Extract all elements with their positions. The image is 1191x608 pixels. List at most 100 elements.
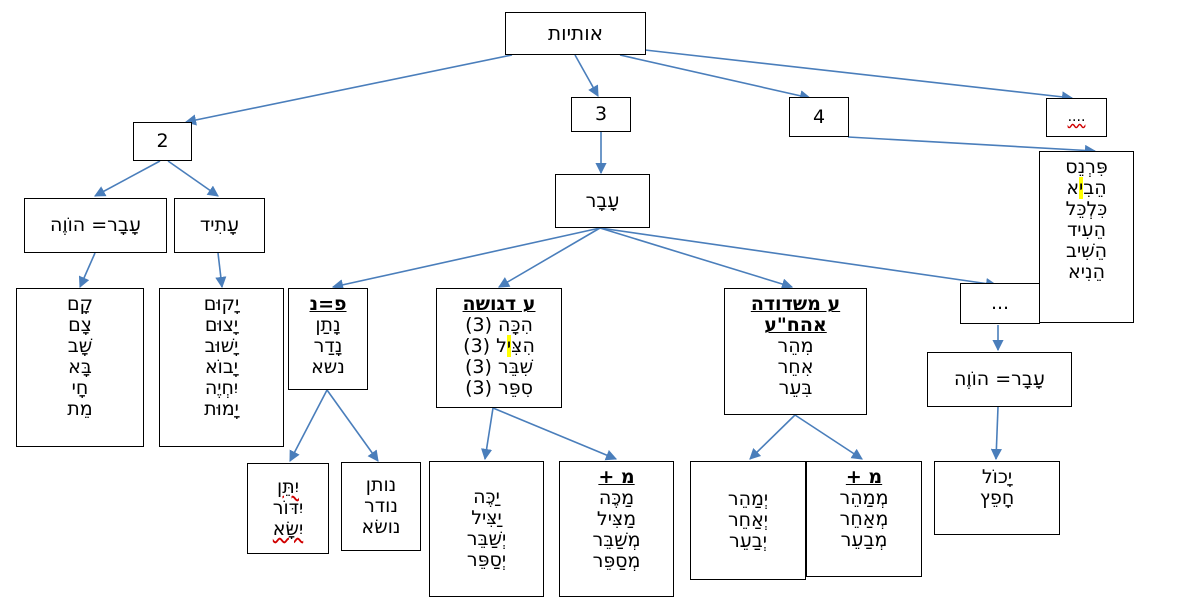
arrow-root-to-4 — [619, 54, 812, 102]
list-item: מֵת — [67, 398, 93, 420]
arrow-dagusha-to-future — [481, 407, 494, 461]
node-3: 3 — [571, 97, 631, 132]
list-item: נשא — [311, 356, 345, 378]
node-4-label: 4 — [812, 105, 826, 128]
list-item: חָי — [71, 377, 89, 399]
root-label: אותיות — [547, 21, 604, 45]
node-4: 4 — [789, 97, 849, 137]
list-item: יָקוּם — [203, 293, 240, 315]
list-item: נותן — [365, 474, 397, 496]
arrow-meshuddedet-to-mem — [794, 414, 863, 460]
list-item: נושׂא — [361, 516, 401, 538]
list-item: נָתַן — [315, 314, 341, 336]
list-item: הֵשִׁיב — [1065, 240, 1108, 262]
group-ayin-dagusha: ע דגושה הִכָּה (3) הִצִּיל (3) שִׁבֵּר (… — [436, 288, 562, 408]
group-pe-nun: פ=נ נָתַן נָדַר נשא — [288, 288, 368, 390]
list-item: מְאַחֵר — [839, 508, 889, 530]
list-pe-nun-future: יִתֵּן יִדּוֹר יִשָּׂא — [247, 463, 329, 554]
group-ayin-meshuddedet: ע משדודה אהח"ע מִהֵר אִחֵר בִּעֵר — [724, 288, 867, 415]
list-item: שִׁבֵּר (3) — [464, 356, 534, 378]
list-item: יְמַהֵר — [727, 488, 769, 510]
arrow-root-to-dots — [644, 49, 1074, 103]
arrow-pe-nun-to-present — [326, 389, 379, 462]
list-meshuddedet-future: יְמַהֵר יְאַחֵר יְבַעֵר — [690, 461, 806, 580]
list-item: צָם — [68, 314, 92, 336]
arrow-future-to-list — [215, 252, 227, 289]
list-item: יָכוֹל — [981, 466, 1013, 488]
list-item: מְבַעֵר — [840, 529, 888, 551]
arrow-avar-to-dagusha — [498, 227, 601, 288]
list-item: יָבוֹא — [204, 356, 239, 378]
node-avar-3: עָבָר — [555, 174, 650, 228]
arrow-avar-to-meshuddedet — [599, 227, 794, 290]
group-title: מ + — [598, 466, 635, 488]
group-title: ע דגושה — [462, 293, 536, 315]
list-dagusha-future: יַכֶּה יַצִּיל יְשַׁבֵּר יְסַפֵּר — [429, 461, 544, 597]
list-meshuddedet-mem: מ + מְמַהֵר מְאַחֵר מְבַעֵר — [806, 461, 922, 577]
list-item: יִשָּׂא — [272, 518, 304, 540]
list-item: נָדַר — [313, 335, 343, 357]
arrow-past-to-list — [78, 252, 96, 289]
node-avar-hove-3-label: עָבָר= הוֹוֶה — [954, 368, 1045, 390]
node-avar-3-label: עָבָר — [585, 189, 620, 212]
arrow-4-to-list — [847, 136, 1097, 157]
list-item: יָצוּם — [204, 314, 239, 336]
list-item: הֵנִיא — [1068, 261, 1105, 283]
list-pe-nun-present: נותן נודר נושׂא — [341, 462, 421, 551]
arrow-hove-to-list — [990, 406, 1002, 461]
list-item: בִּעֵר — [778, 377, 813, 399]
list-item: יְסַפֵּר — [466, 549, 507, 571]
list-item: הִצִּיל (3) — [463, 335, 535, 357]
list-item: יִחְיֶה — [204, 377, 239, 399]
arrow-avar-to-pe-nun — [331, 227, 601, 291]
list-item: אִחֵר — [777, 356, 814, 378]
list-item: בָּא — [68, 356, 92, 378]
list-item: קָם — [66, 293, 94, 315]
list-item: מְסַפֵּר — [592, 550, 641, 572]
node-2-label: 2 — [156, 130, 169, 152]
arrow-avar-to-dots — [599, 227, 998, 290]
list-item: כִּלְכֵּל — [1065, 198, 1108, 220]
list-hove-3: יָכוֹל חָפֵץ — [934, 461, 1060, 535]
node-avar-hove-2: עָבָר= הוֹוֶה — [24, 198, 167, 253]
node-atid-2-label: עָתִיד — [199, 214, 240, 236]
list-item: הֵעִיד — [1066, 219, 1107, 241]
arrow-2-to-future — [167, 160, 219, 197]
list-item: מִהֵר — [777, 335, 814, 357]
list-item: הִכָּה (3) — [465, 314, 533, 336]
arrow-2-to-past — [94, 160, 161, 197]
list-item: יְבַעֵר — [728, 530, 768, 552]
list-2-future: יָקוּם יָצוּם יָשׁוּב יָבוֹא יִחְיֶה יָמ… — [159, 288, 284, 447]
list-item: מְשַׁבֵּר — [592, 529, 641, 551]
node-2: 2 — [133, 122, 192, 161]
list-item: נודר — [364, 495, 398, 517]
list-item: יִדּוֹר — [272, 497, 304, 519]
node-3-label: 3 — [594, 103, 608, 125]
list-item: מַכֶּה — [598, 487, 635, 509]
arrow-dagusha-to-mem — [492, 407, 618, 461]
list-item: יָשׁוּב — [204, 335, 239, 357]
list-item: יַכֶּה — [473, 486, 500, 508]
list-item: מַצִּיל — [596, 508, 637, 530]
list-item: יַצִּיל — [471, 507, 502, 529]
node-atid-2: עָתִיד — [174, 198, 265, 253]
list-item: יְשַׁבֵּר — [466, 528, 507, 550]
list-item: סִפֵּר (3) — [465, 377, 533, 399]
list-item: יָמוּת — [204, 398, 239, 420]
list-item: חָפֵץ — [979, 487, 1015, 509]
node-dots-3-label: ... — [990, 292, 1010, 314]
list-item: יִתֵּן — [277, 476, 299, 498]
arrow-meshuddedet-to-future — [749, 414, 796, 460]
group-title: פ=נ — [309, 293, 347, 315]
node-avar-hove-3: עָבָר= הוֹוֶה — [927, 352, 1072, 407]
list-4: פִּרְנֵס הֵבִיא כִּלְכֵּל הֵעִיד הֵשִׁיב… — [1039, 151, 1134, 323]
list-dagusha-mem: מ + מַכֶּה מַצִּיל מְשַׁבֵּר מְסַפֵּר — [559, 461, 674, 597]
group-title: ע משדודה — [750, 293, 841, 315]
node-dots-label: .... — [1067, 109, 1086, 125]
group-subtitle: אהח"ע — [764, 314, 827, 336]
node-dots: .... — [1046, 98, 1107, 137]
list-item: יְאַחֵר — [727, 509, 769, 531]
list-item: מְמַהֵר — [839, 487, 889, 509]
list-item: פִּרְנֵס — [1065, 156, 1108, 178]
node-avar-hove-2-label: עָבָר= הוֹוֶה — [50, 214, 141, 236]
